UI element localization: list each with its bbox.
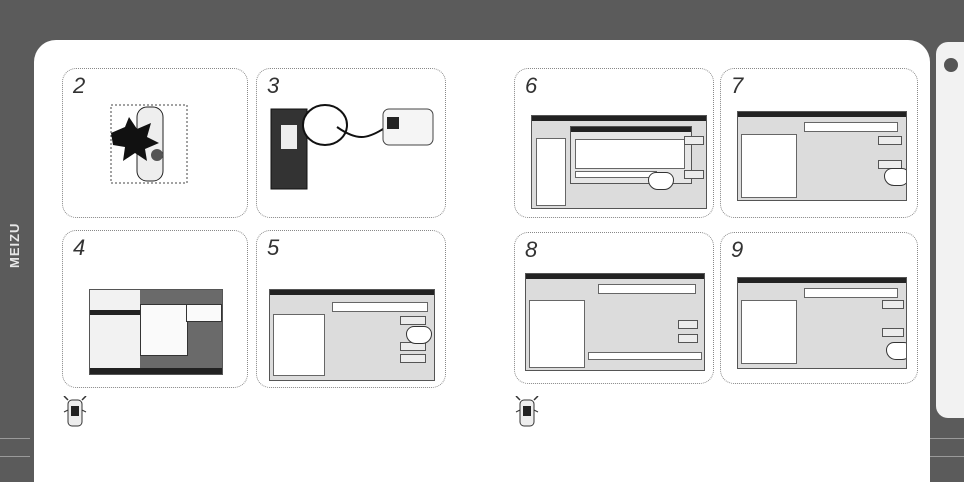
usb-connection-illustration [267,79,439,191]
brand-logo: MEIZU [5,210,25,270]
browse-dialog-screenshot [531,115,707,209]
step-panel-4: 4 [62,230,248,388]
step-panel-5: 5 [256,230,446,388]
mascot-icon [514,396,540,430]
divider [930,456,964,457]
step-panel-6: 6 [514,68,714,218]
step-panel-7: 7 [720,68,918,218]
step-number: 5 [267,235,279,261]
installer-screenshot [737,277,907,369]
side-tab [936,42,964,418]
step-number: 4 [73,235,85,261]
top-bar [0,0,964,40]
step-number: 8 [525,237,537,263]
start-menu-screenshot [89,289,223,375]
tab-dot-icon [944,58,958,72]
step-panel-8: 8 [514,232,714,384]
installer-screenshot [525,273,705,371]
mascot-icon [62,396,88,430]
step-panel-3: 3 [256,68,446,218]
step-number: 2 [73,73,85,99]
installer-screenshot [269,289,435,381]
brand-text: MEIZU [7,223,22,268]
step-number: 7 [731,73,743,99]
installer-screenshot [737,111,907,201]
step-panel-9: 9 [720,232,918,384]
device-reset-illustration [107,103,191,185]
divider [0,438,30,439]
divider [930,438,964,439]
step-number: 6 [525,73,537,99]
step-number: 9 [731,237,743,263]
divider [0,456,30,457]
step-panel-2: 2 [62,68,248,218]
